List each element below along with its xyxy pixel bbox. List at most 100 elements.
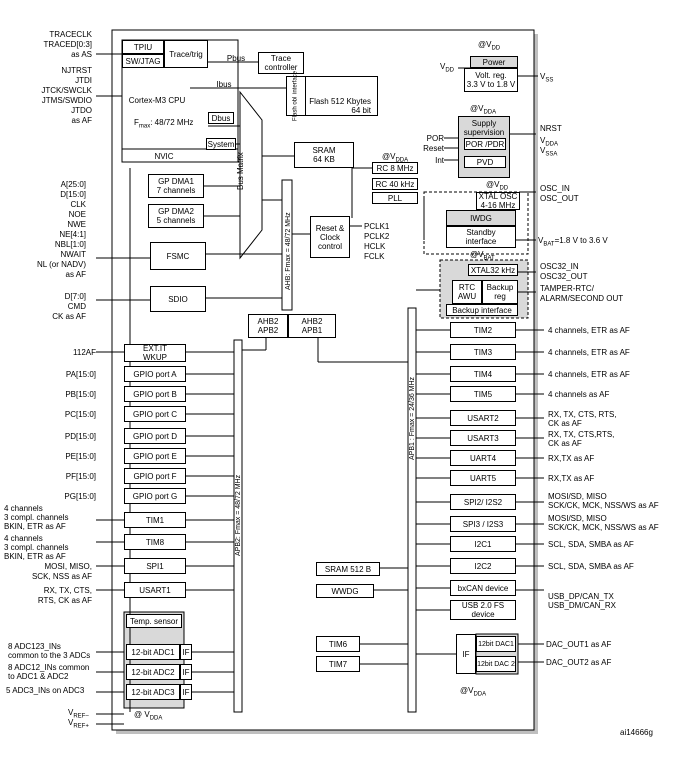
gpio-pin-label-e: PE[15:0] — [65, 452, 96, 461]
fsmc-signal-4: NOE — [68, 210, 86, 219]
jtag-signal-4: JTMS/SWDIO — [41, 96, 92, 105]
tim3-block: TIM3 — [450, 344, 516, 360]
system-block: System — [206, 138, 236, 150]
tim8-signal-3: BKIN, ETR as AF — [4, 552, 66, 561]
gpio-port-g: GPIO port G — [124, 488, 186, 504]
sdio-signal-3: CK as AF — [52, 312, 86, 321]
fsmc-block: FSMC — [150, 242, 206, 270]
gpio-pin-label-a: PA[15:0] — [65, 370, 96, 379]
dac1-block: 12bit DAC1 — [476, 636, 516, 652]
gpio-pin-label-b: PB[15:0] — [65, 390, 96, 399]
spi1-signal-1: MOSI, MISO, — [44, 562, 92, 571]
dac2-block: 12bit DAC 2 — [476, 656, 516, 672]
xtal32-block: XTAL32 kHz — [468, 264, 518, 276]
tim2-block: TIM2 — [450, 322, 516, 338]
vdd-input: VDD — [440, 62, 455, 74]
figure-id: ai14666g — [620, 728, 653, 737]
trace-signal-2: TRACED[0:3] — [43, 40, 92, 49]
fsmc-signal-10: as AF — [65, 270, 86, 279]
dac-if: IF — [456, 634, 476, 674]
tim1-signal-2: 3 compl. channels — [4, 513, 69, 522]
dbus-block: Dbus — [208, 112, 234, 124]
dac-out2: DAC_OUT2 as AF — [546, 658, 612, 667]
fsmc-signal-7: NBL[1:0] — [54, 240, 86, 249]
fsmc-signal-1: A[25:0] — [60, 180, 86, 189]
usart2-signals-text: RX, TX, CTS, RTS, CK as AF — [548, 410, 617, 428]
tim5-block: TIM5 — [450, 386, 516, 402]
jtag-signal-3: JTCK/SWCLK — [41, 86, 92, 95]
tim1-signal-1: 4 channels — [4, 504, 43, 513]
i2c2-block: I2C2 — [450, 558, 516, 574]
jtag-signal-6: as AF — [71, 116, 92, 125]
vdda-pin: VDDA — [540, 136, 559, 148]
fsmc-signal-9: NL (or NADV) — [36, 260, 86, 269]
tim5-signals: 4 channels as AF — [548, 390, 610, 399]
trace-signal-3: as AS — [71, 50, 92, 59]
swjtag-block: SW/JTAG — [122, 54, 164, 68]
trace-trig-block: Trace/trig — [164, 40, 208, 68]
tim4-signals: 4 channels, ETR as AF — [548, 370, 630, 379]
adc3-signal: 5 ADC3_INs on ADC3 — [6, 686, 85, 695]
apb1-bus-label: APB1 : Fmax = 24/36 MHz — [409, 376, 416, 460]
usart2-signals: RX, TX, CTS, RTS, CK as AF — [548, 410, 617, 428]
xtal-vdd-label: @VDD — [486, 180, 509, 192]
sdio-block: SDIO — [150, 286, 206, 312]
gpio-pin-label-f: PF[15:0] — [65, 472, 96, 481]
gpio-port-f: GPIO port F — [124, 468, 186, 484]
i2c1-signals: SCL, SDA, SMBA as AF — [548, 540, 634, 549]
uart5-block: UART5 — [450, 470, 516, 486]
gpio-port-b: GPIO port B — [124, 386, 186, 402]
spi3-signals: MOSI/SD, MISO SCK/CK, MCK, NSS/WS as AF — [548, 514, 659, 532]
adc3-block: 12-bit ADC3 — [126, 684, 180, 700]
temp-sensor-block: Temp. sensor — [126, 614, 182, 628]
gpio-pin-label-d: PD[15:0] — [64, 432, 96, 441]
adc1-signal-2: common to the 3 ADCs — [8, 651, 91, 660]
cpu-fmax-label: Fmax: 48/72 MHz — [134, 118, 194, 130]
spi1-signal-2: SCK, NSS as AF — [31, 572, 92, 581]
tpiu-block: TPIU — [122, 40, 164, 54]
adc1-if: IF — [180, 644, 192, 660]
gpio-pin-label-c: PC[15:0] — [64, 410, 96, 419]
usart3-block: USART3 — [450, 430, 516, 446]
fsmc-signal-3: CLK — [70, 200, 86, 209]
usart1-signal-1: RX, TX, CTS, — [43, 586, 92, 595]
voltage-regulator: Volt. reg.3.3 V to 1.8 V — [464, 68, 518, 92]
af112-label: 112AF — [73, 348, 96, 357]
rc40-oscillator: RC 40 kHz — [372, 178, 418, 190]
vbat-domain-label: @VBAT — [470, 250, 495, 262]
fsmc-signal-2: D[15:0] — [60, 190, 86, 199]
sram512-block: SRAM 512 B — [316, 562, 380, 576]
vref-minus: VREF– — [68, 708, 89, 720]
nvic-label: NVIC — [154, 152, 174, 161]
uart4-signals: RX,TX as AF — [548, 454, 595, 463]
trace-signal-1: TRACECLK — [49, 30, 92, 39]
ahb-bus-label: AHB: Fmax = 48/72 MHz — [285, 212, 292, 290]
vssa-pin: VSSA — [540, 146, 558, 158]
adc3-if: IF — [180, 684, 192, 700]
tim8-block: TIM8 — [124, 534, 186, 550]
fsmc-signal-6: NE[4:1] — [59, 230, 86, 239]
spi3-i2s3-block: SPI3 / I2S3 — [450, 516, 516, 532]
vbat-range: VBAT=1.8 V to 3.6 V — [538, 236, 608, 248]
pclk2-output: PCLK2 — [364, 232, 390, 241]
usart3-signals-text: RX, TX, CTS,RTS, CK as AF — [548, 430, 615, 448]
usb-can-signals: USB_DP/CAN_TX USB_DM/CAN_RX — [548, 592, 616, 610]
nrst-pin: NRST — [540, 124, 562, 133]
gpio-pin-label-g: PG[15:0] — [64, 492, 96, 501]
por-pdr-block: POR /PDR — [464, 138, 506, 150]
rc8-oscillator: RC 8 MHz — [372, 162, 418, 174]
usart3-signals: RX, TX, CTS,RTS, CK as AF — [548, 430, 614, 448]
power-title: Power — [470, 56, 518, 68]
i2c1-block: I2C1 — [450, 536, 516, 552]
ibus-label: Ibus — [216, 80, 232, 89]
